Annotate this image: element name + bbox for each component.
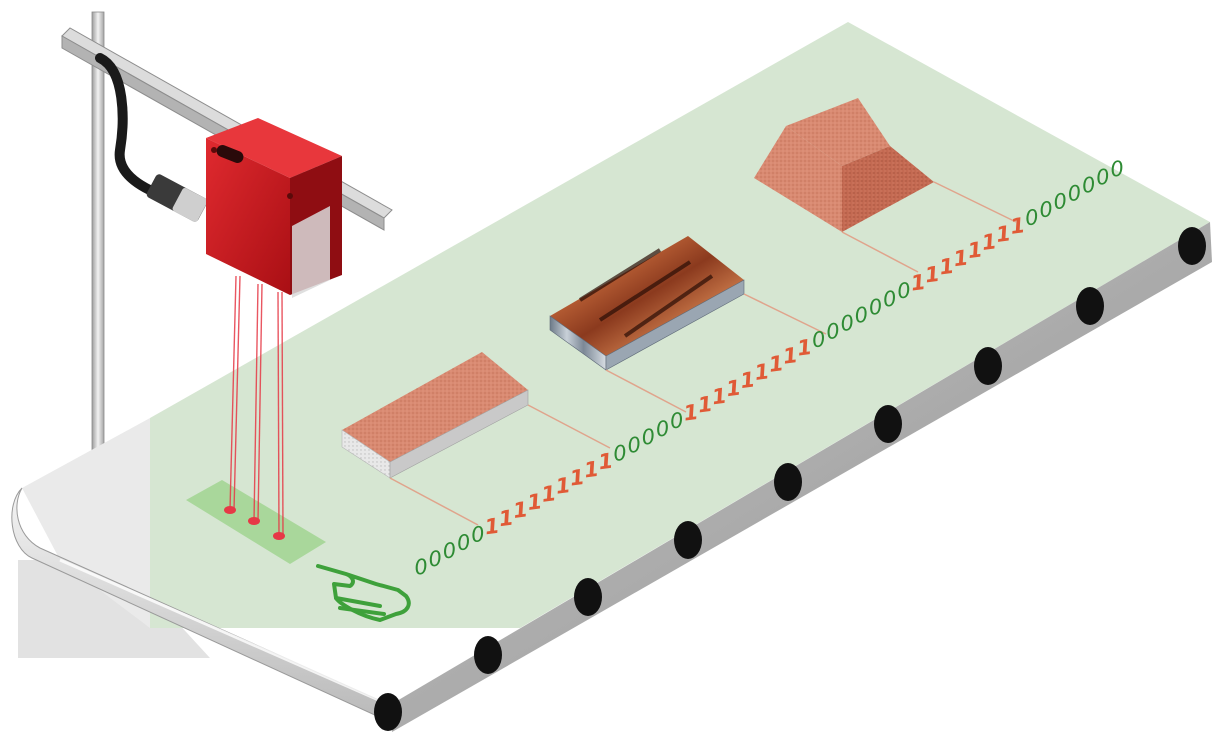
signal-digit-zero: 0 xyxy=(853,302,869,328)
signal-digit-one: 1 xyxy=(1009,213,1027,239)
signal-digit-zero: 0 xyxy=(456,530,472,556)
signal-digit-one: 1 xyxy=(924,262,942,288)
signal-digit-zero: 0 xyxy=(825,319,841,345)
cable-connector xyxy=(146,174,208,222)
signal-digit-one: 1 xyxy=(597,449,615,475)
signal-digit-zero: 0 xyxy=(1052,189,1068,215)
signal-digit-zero: 0 xyxy=(867,294,883,320)
signal-digit-one: 1 xyxy=(981,229,999,255)
signal-digit-zero: 0 xyxy=(441,538,457,564)
signal-digit-zero: 0 xyxy=(669,408,685,434)
signal-digit-one: 1 xyxy=(782,343,800,369)
signal-digit-zero: 0 xyxy=(470,522,486,548)
signal-digit-one: 1 xyxy=(682,400,700,426)
signal-digit-one: 1 xyxy=(711,384,729,410)
roller xyxy=(574,578,602,616)
signal-digit-zero: 0 xyxy=(1081,172,1097,198)
signal-digit-one: 1 xyxy=(583,457,601,483)
laser-sensor-icon xyxy=(206,118,342,298)
floor-shadow xyxy=(18,560,210,658)
signal-digit-zero: 0 xyxy=(1038,197,1054,223)
signal-digit-one: 1 xyxy=(966,237,984,263)
belt-rollers xyxy=(374,227,1206,731)
signal-digit-zero: 0 xyxy=(626,432,642,458)
signal-digit-one: 1 xyxy=(554,473,572,499)
roller xyxy=(474,636,502,674)
signal-digit-one: 1 xyxy=(739,367,757,393)
signal-digit-one: 1 xyxy=(569,465,587,491)
signal-digit-zero: 0 xyxy=(1109,156,1125,182)
trapezoid-block xyxy=(754,98,1017,273)
signal-digit-one: 1 xyxy=(526,489,544,515)
roller xyxy=(374,693,402,731)
signal-digit-zero: 0 xyxy=(839,311,855,337)
signal-digit-zero: 0 xyxy=(427,546,443,572)
signal-digit-one: 1 xyxy=(498,506,516,532)
flat-copper-block xyxy=(341,352,611,526)
roller xyxy=(1178,227,1206,265)
sensor-cable xyxy=(95,53,175,203)
signal-digit-one: 1 xyxy=(540,481,558,507)
roller xyxy=(1076,287,1104,325)
binary-signal: 0000011111111100000111111111000000011111… xyxy=(413,156,1125,580)
conveyor-belt-left xyxy=(22,418,150,628)
signal-digit-zero: 0 xyxy=(612,441,628,467)
signal-digit-zero: 0 xyxy=(413,554,429,580)
signal-digit-one: 1 xyxy=(796,335,814,361)
signal-digit-one: 1 xyxy=(753,359,771,385)
signal-digit-one: 1 xyxy=(909,270,927,296)
signal-digit-one: 1 xyxy=(483,514,501,540)
signal-digit-zero: 0 xyxy=(882,286,898,312)
signal-digit-one: 1 xyxy=(725,376,743,402)
roller xyxy=(874,405,902,443)
pointing-hand-icon xyxy=(316,564,411,622)
signal-digit-zero: 0 xyxy=(896,278,912,304)
roller xyxy=(774,463,802,501)
signal-digit-zero: 0 xyxy=(654,416,670,442)
signal-digit-zero: 0 xyxy=(1066,181,1082,207)
roller xyxy=(674,521,702,559)
signal-digit-one: 1 xyxy=(767,351,785,377)
signal-digit-one: 1 xyxy=(952,246,970,272)
marbled-slab xyxy=(549,236,827,413)
signal-digit-zero: 0 xyxy=(1095,164,1111,190)
signal-digit-zero: 0 xyxy=(811,327,827,353)
roller xyxy=(974,347,1002,385)
signal-digit-one: 1 xyxy=(512,497,530,523)
signal-digit-zero: 0 xyxy=(1024,205,1040,231)
signal-digit-one: 1 xyxy=(938,254,956,280)
laser-beams xyxy=(229,275,284,537)
signal-digit-one: 1 xyxy=(995,221,1013,247)
signal-digit-zero: 0 xyxy=(640,424,656,450)
signal-digit-one: 1 xyxy=(696,392,714,418)
